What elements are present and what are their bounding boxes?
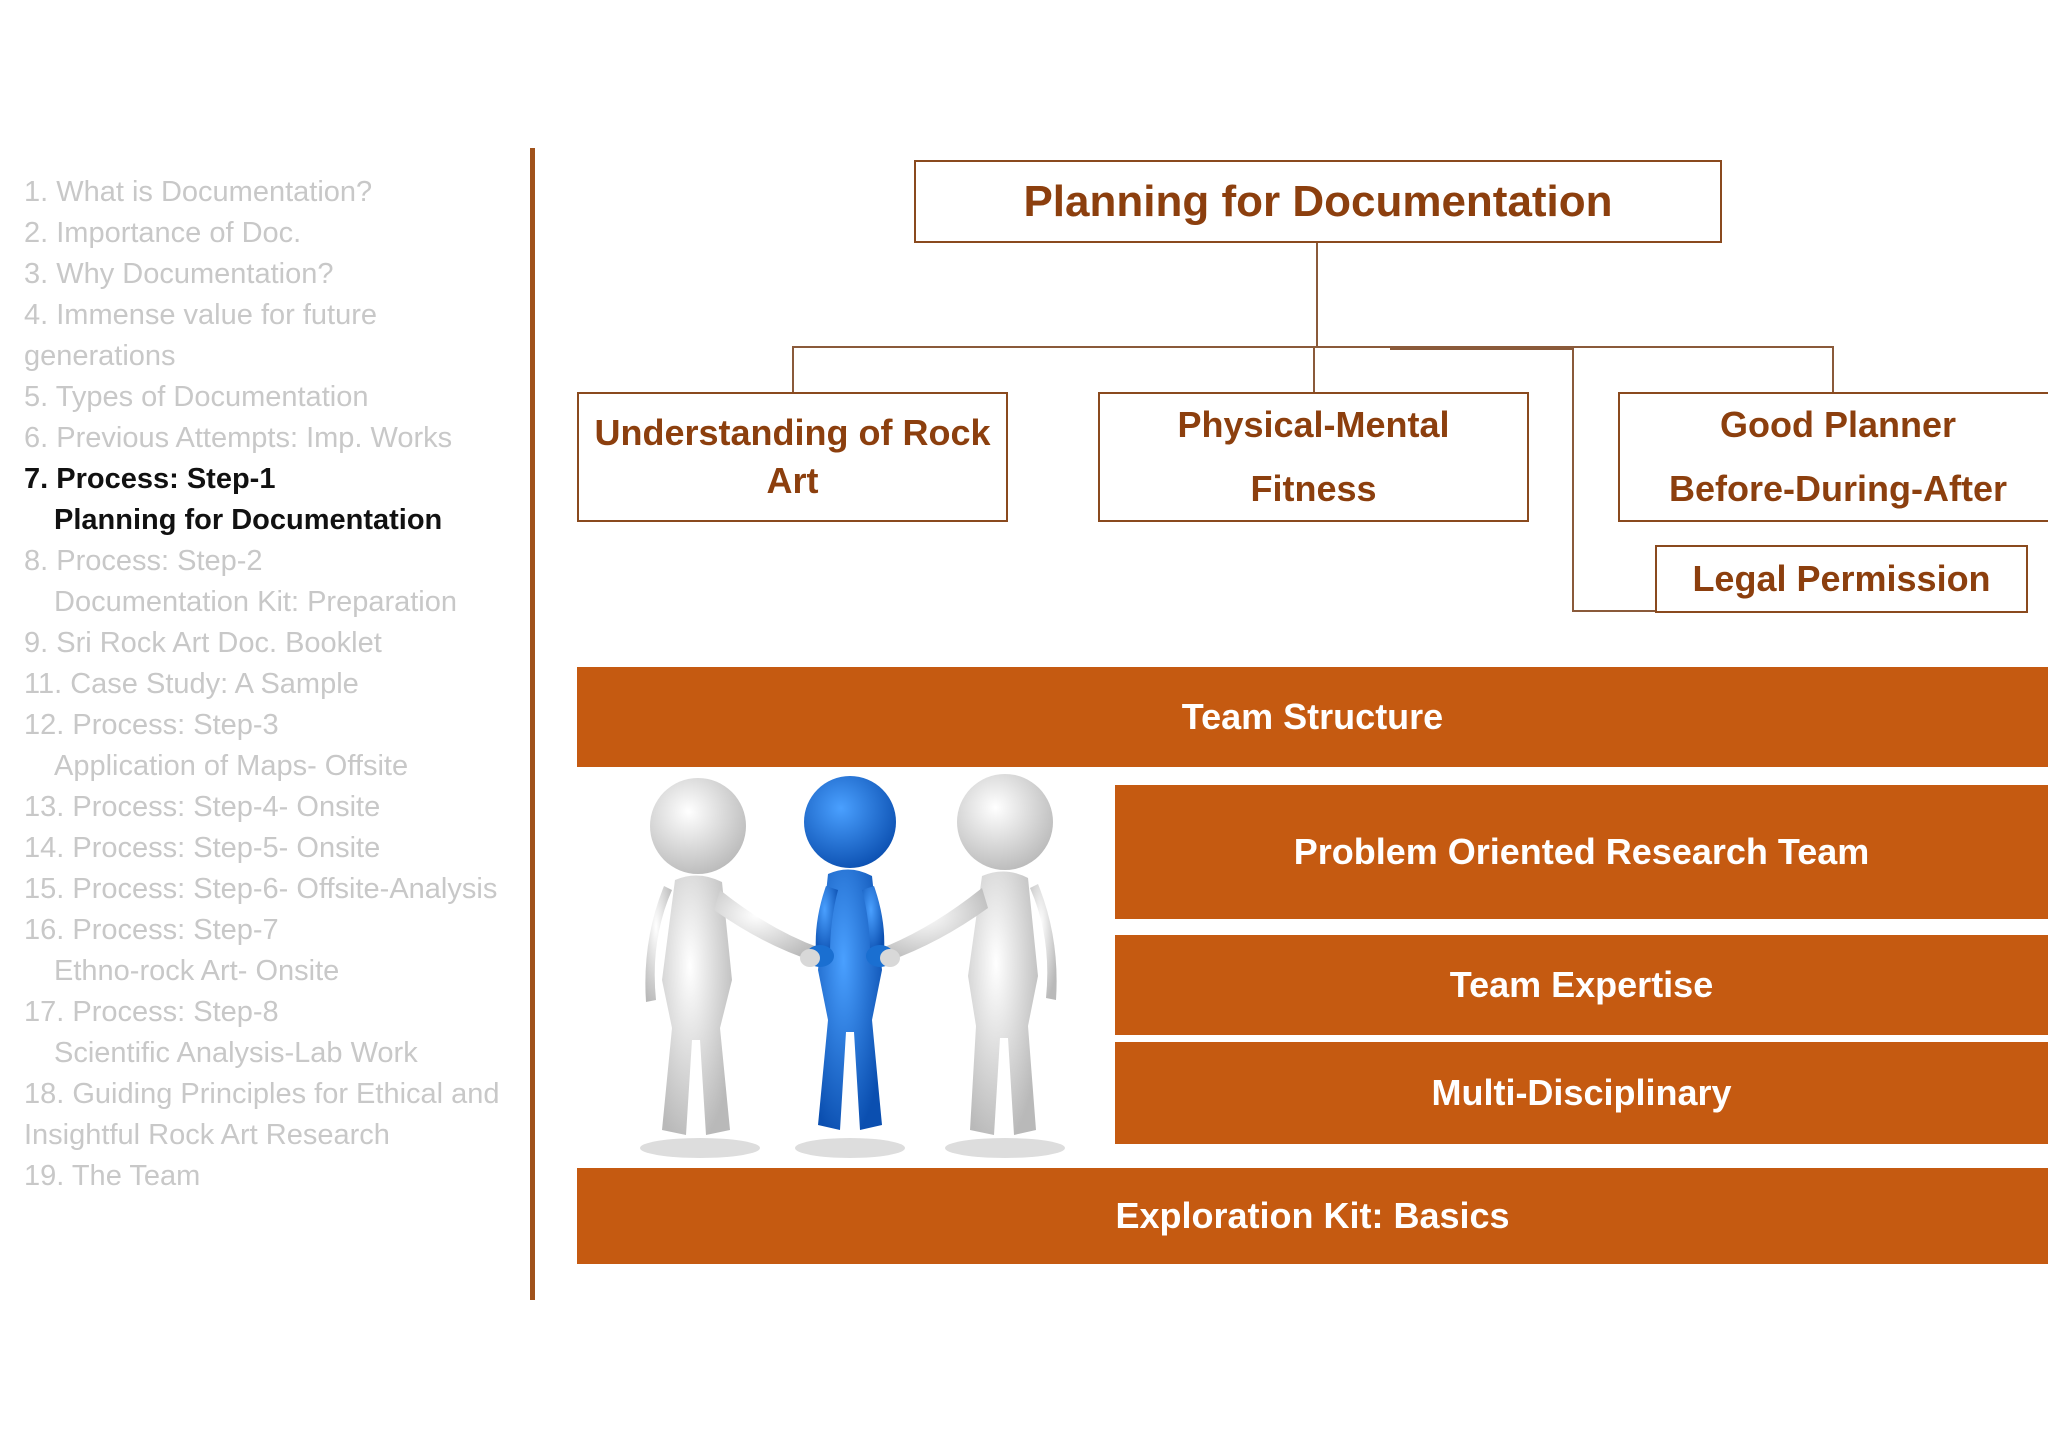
agenda-item-line: 17. Process: Step-8 <box>24 996 279 1028</box>
agenda-item: 9. Sri Rock Art Doc. Booklet <box>24 623 534 664</box>
team-expertise-bar: Team Expertise <box>1115 935 2048 1035</box>
agenda-item-line: Ethno-rock Art- Onsite <box>54 955 340 987</box>
team-expertise-label: Team Expertise <box>1449 964 1714 1005</box>
connector-legal-v <box>1572 348 1574 612</box>
agenda-item: 11. Case Study: A Sample <box>24 664 534 705</box>
agenda-item-line: 3. Why Documentation? <box>24 258 334 290</box>
agenda-item-line: Application of Maps- Offsite <box>54 750 409 782</box>
agenda-item-line: 4. Immense value for future generations <box>24 299 377 372</box>
agenda-item: 15. Process: Step-6- Offsite-Analysis <box>24 869 534 910</box>
agenda-item-line: 14. Process: Step-5- Onsite <box>24 832 381 864</box>
right-figure <box>882 774 1057 1135</box>
team-structure-bar: Team Structure <box>577 667 2048 767</box>
exploration-kit-bar: Exploration Kit: Basics <box>577 1168 2048 1264</box>
connector-child1 <box>792 346 794 392</box>
multi-disciplinary-label: Multi-Disciplinary <box>1431 1072 1732 1113</box>
agenda-item-line: 18. Guiding Principles for Ethical and I… <box>24 1078 500 1151</box>
connector-legal-h1 <box>1390 348 1574 350</box>
child-node-label: Art <box>766 460 819 501</box>
legal-permission-label: Legal Permission <box>1692 558 1991 599</box>
agenda-item: 18. Guiding Principles for Ethical and I… <box>24 1074 534 1156</box>
agenda-item-line: 5. Types of Documentation <box>24 381 369 413</box>
agenda-item: 14. Process: Step-5- Onsite <box>24 828 534 869</box>
child-node-rock-art: Understanding of Rock Art <box>577 392 1008 522</box>
agenda-item-line: 15. Process: Step-6- Offsite-Analysis <box>24 873 498 905</box>
child-node-fitness: Physical-Mental Fitness <box>1098 392 1529 522</box>
agenda-item-line: 8. Process: Step-2 <box>24 545 263 577</box>
agenda-item-line: 13. Process: Step-4- Onsite <box>24 791 381 823</box>
connector-child2 <box>1313 346 1315 392</box>
legal-permission-node: Legal Permission <box>1655 545 2028 613</box>
child-node-label: Understanding of Rock <box>594 412 991 453</box>
agenda-list: 1. What is Documentation? 2. Importance o… <box>24 172 534 1197</box>
agenda-item-line: Planning for Documentation <box>54 504 443 536</box>
team-structure-label: Team Structure <box>1181 696 1444 737</box>
center-figure <box>804 776 896 1130</box>
root-node: Planning for Documentation <box>914 160 1722 243</box>
agenda-item-line: 1. What is Documentation? <box>24 176 373 208</box>
agenda-item: 2. Importance of Doc. <box>24 213 534 254</box>
agenda-item: 4. Immense value for future generations <box>24 295 534 377</box>
teamwork-figures-illustration <box>640 774 1065 1158</box>
agenda-item-line: Documentation Kit: Preparation <box>54 586 457 618</box>
child-node-label: Before-During-After <box>1669 468 2007 509</box>
agenda-item-line: 6. Previous Attempts: Imp. Works <box>24 422 453 454</box>
agenda-item-line: 11. Case Study: A Sample <box>24 668 359 700</box>
child-node-planner: Good Planner Before-During-After <box>1618 392 2048 522</box>
agenda-item-line: 7. Process: Step-1 <box>24 463 276 495</box>
agenda-item: 6. Previous Attempts: Imp. Works <box>24 418 534 459</box>
child-node-label: Fitness <box>1250 468 1377 509</box>
exploration-kit-label: Exploration Kit: Basics <box>1115 1195 1510 1236</box>
agenda-item-line: 19. The Team <box>24 1160 201 1192</box>
sidebar-divider <box>530 148 535 1300</box>
multi-disciplinary-bar: Multi-Disciplinary <box>1115 1042 2048 1144</box>
connector-legal-h2 <box>1572 610 1656 612</box>
agenda-item-line: 2. Importance of Doc. <box>24 217 302 249</box>
agenda-item-line: 12. Process: Step-3 <box>24 709 279 741</box>
agenda-item: 13. Process: Step-4- Onsite <box>24 787 534 828</box>
agenda-item: 1. What is Documentation? <box>24 172 534 213</box>
agenda-item: 5. Types of Documentation <box>24 377 534 418</box>
problem-team-bar: Problem Oriented Research Team <box>1115 785 2048 919</box>
root-node-label: Planning for Documentation <box>1023 176 1613 226</box>
child-node-label: Physical-Mental <box>1177 404 1450 445</box>
agenda-item: 19. The Team <box>24 1156 534 1197</box>
connector-root-down <box>1316 243 1318 347</box>
problem-team-label: Problem Oriented Research Team <box>1293 831 1870 872</box>
agenda-item: 3. Why Documentation? <box>24 254 534 295</box>
left-figure <box>645 778 820 1135</box>
connector-child3 <box>1832 346 1834 392</box>
agenda-item-line: 9. Sri Rock Art Doc. Booklet <box>24 627 382 659</box>
child-node-label: Good Planner <box>1719 404 1957 445</box>
agenda-item-line: Scientific Analysis-Lab Work <box>54 1037 418 1069</box>
agenda-item-line: 16. Process: Step-7 <box>24 914 279 946</box>
